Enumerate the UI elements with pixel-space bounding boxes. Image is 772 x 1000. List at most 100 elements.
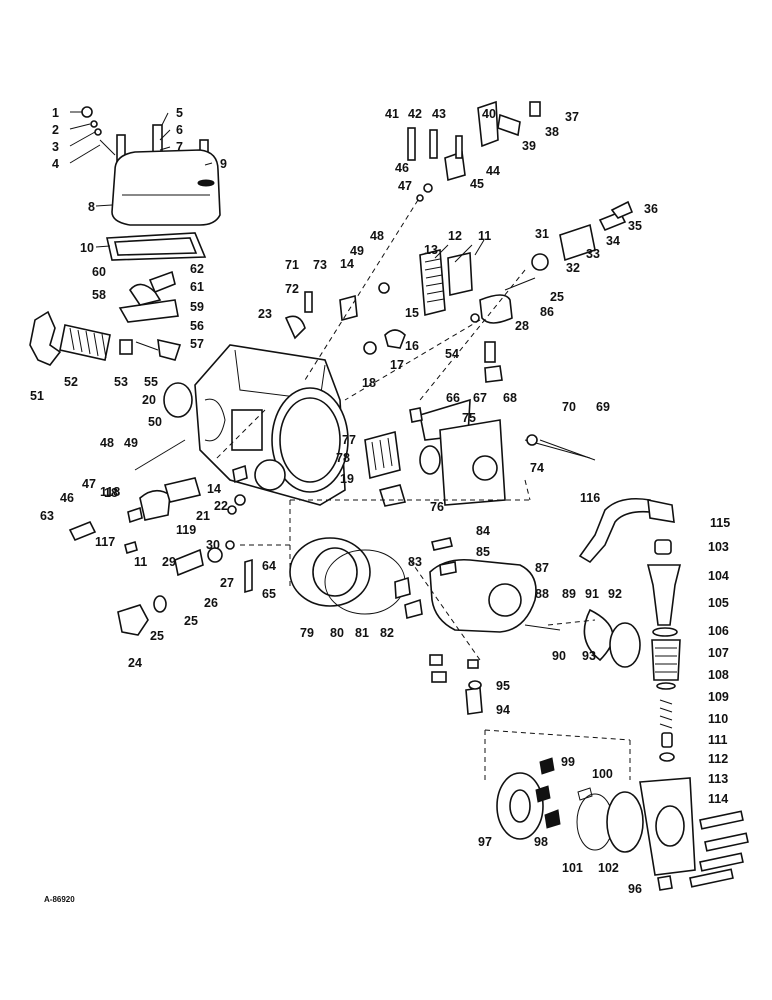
callout-15: 15 <box>405 306 419 320</box>
callout-56: 56 <box>190 319 204 333</box>
callout-62: 62 <box>190 262 204 276</box>
callout-37: 37 <box>565 110 579 124</box>
callout-96: 96 <box>628 882 642 896</box>
callout-57: 57 <box>190 337 204 351</box>
rotor-and-hydraulic-head <box>289 537 641 715</box>
callout-23: 23 <box>258 307 272 321</box>
callout-17: 17 <box>390 358 404 372</box>
callout-46-repeat: 46 <box>60 491 74 505</box>
callout-47-repeat: 47 <box>82 477 96 491</box>
callout-26: 26 <box>204 596 218 610</box>
callout-34: 34 <box>606 234 620 248</box>
callout-119: 119 <box>176 523 196 537</box>
callout-89: 89 <box>562 587 576 601</box>
callout-66: 66 <box>446 391 460 405</box>
callout-71: 71 <box>285 258 299 272</box>
callout-20: 20 <box>142 393 156 407</box>
callout-112: 112 <box>708 752 728 766</box>
callout-5: 5 <box>176 106 183 120</box>
callout-68: 68 <box>503 391 517 405</box>
callout-108: 108 <box>708 668 729 682</box>
callout-73: 73 <box>313 258 327 272</box>
callout-35: 35 <box>628 219 642 233</box>
governor-cover-assembly <box>81 106 221 261</box>
exploded-view-guides <box>214 199 631 780</box>
callout-72: 72 <box>285 282 299 296</box>
callout-50: 50 <box>148 415 162 429</box>
callout-110: 110 <box>708 712 728 726</box>
callout-9: 9 <box>220 157 227 171</box>
callout-58: 58 <box>92 288 106 302</box>
callout-51: 51 <box>30 389 44 403</box>
callout-7: 7 <box>176 140 183 154</box>
callout-49: 49 <box>350 244 364 258</box>
callout-18-repeat: 18 <box>104 486 118 500</box>
callout-60: 60 <box>92 265 106 279</box>
callout-117: 117 <box>95 535 115 549</box>
callout-labels: 1 2 3 4 5 6 7 8 9 10 11 12 13 14 15 16 1… <box>30 106 730 904</box>
callout-70: 70 <box>562 400 576 414</box>
callout-65: 65 <box>262 587 276 601</box>
callout-40: 40 <box>482 107 496 121</box>
callout-25: 25 <box>550 290 564 304</box>
callout-80: 80 <box>330 626 344 640</box>
callout-85: 85 <box>476 545 490 559</box>
callout-109: 109 <box>708 690 729 704</box>
callout-25-repeat-b: 25 <box>150 629 164 643</box>
callout-13: 13 <box>424 243 438 257</box>
callout-10: 10 <box>80 241 94 255</box>
governor-linkage <box>29 270 182 366</box>
callout-6: 6 <box>176 123 183 137</box>
callout-32: 32 <box>566 261 580 275</box>
callout-102: 102 <box>598 861 619 875</box>
callout-83: 83 <box>408 555 422 569</box>
callout-21: 21 <box>196 509 210 523</box>
callout-69: 69 <box>596 400 610 414</box>
callout-49-repeat: 49 <box>124 436 138 450</box>
callout-43: 43 <box>432 107 446 121</box>
callout-90: 90 <box>552 649 566 663</box>
callout-105: 105 <box>708 596 729 610</box>
long-bolt <box>539 439 596 461</box>
callout-48: 48 <box>370 229 384 243</box>
callout-104: 104 <box>708 569 729 583</box>
callout-45: 45 <box>470 177 484 191</box>
callout-79: 79 <box>300 626 314 640</box>
callout-75: 75 <box>462 411 476 425</box>
callout-101: 101 <box>562 861 583 875</box>
callout-100: 100 <box>592 767 613 781</box>
callout-115: 115 <box>710 516 730 530</box>
callout-64: 64 <box>262 559 276 573</box>
callout-11: 11 <box>478 229 491 243</box>
callout-41: 41 <box>385 107 399 121</box>
callout-74: 74 <box>530 461 544 475</box>
callout-29: 29 <box>162 555 176 569</box>
callout-92: 92 <box>608 587 622 601</box>
callout-87: 87 <box>535 561 549 575</box>
callout-3: 3 <box>52 140 59 154</box>
throttle-linkage <box>284 100 541 340</box>
callout-111: 111 <box>708 733 728 747</box>
callout-36: 36 <box>644 202 658 216</box>
callout-11-repeat: 11 <box>134 555 147 569</box>
callout-39: 39 <box>522 139 536 153</box>
callout-leaders <box>69 111 485 263</box>
callout-67: 67 <box>473 391 487 405</box>
callout-78: 78 <box>336 451 350 465</box>
callout-22: 22 <box>214 499 228 513</box>
callout-98: 98 <box>534 835 548 849</box>
callout-33: 33 <box>586 247 600 261</box>
end-plate-assembly <box>496 757 749 891</box>
callout-94: 94 <box>496 703 510 717</box>
drawing-reference-code: A-86920 <box>44 895 75 904</box>
callout-30: 30 <box>206 538 220 552</box>
callout-44: 44 <box>486 164 500 178</box>
callout-2: 2 <box>52 123 59 137</box>
callout-63: 63 <box>40 509 54 523</box>
callout-28: 28 <box>515 319 529 333</box>
callout-1: 1 <box>52 106 59 120</box>
callout-103: 103 <box>708 540 729 554</box>
callout-54: 54 <box>445 347 459 361</box>
callout-55: 55 <box>144 375 158 389</box>
